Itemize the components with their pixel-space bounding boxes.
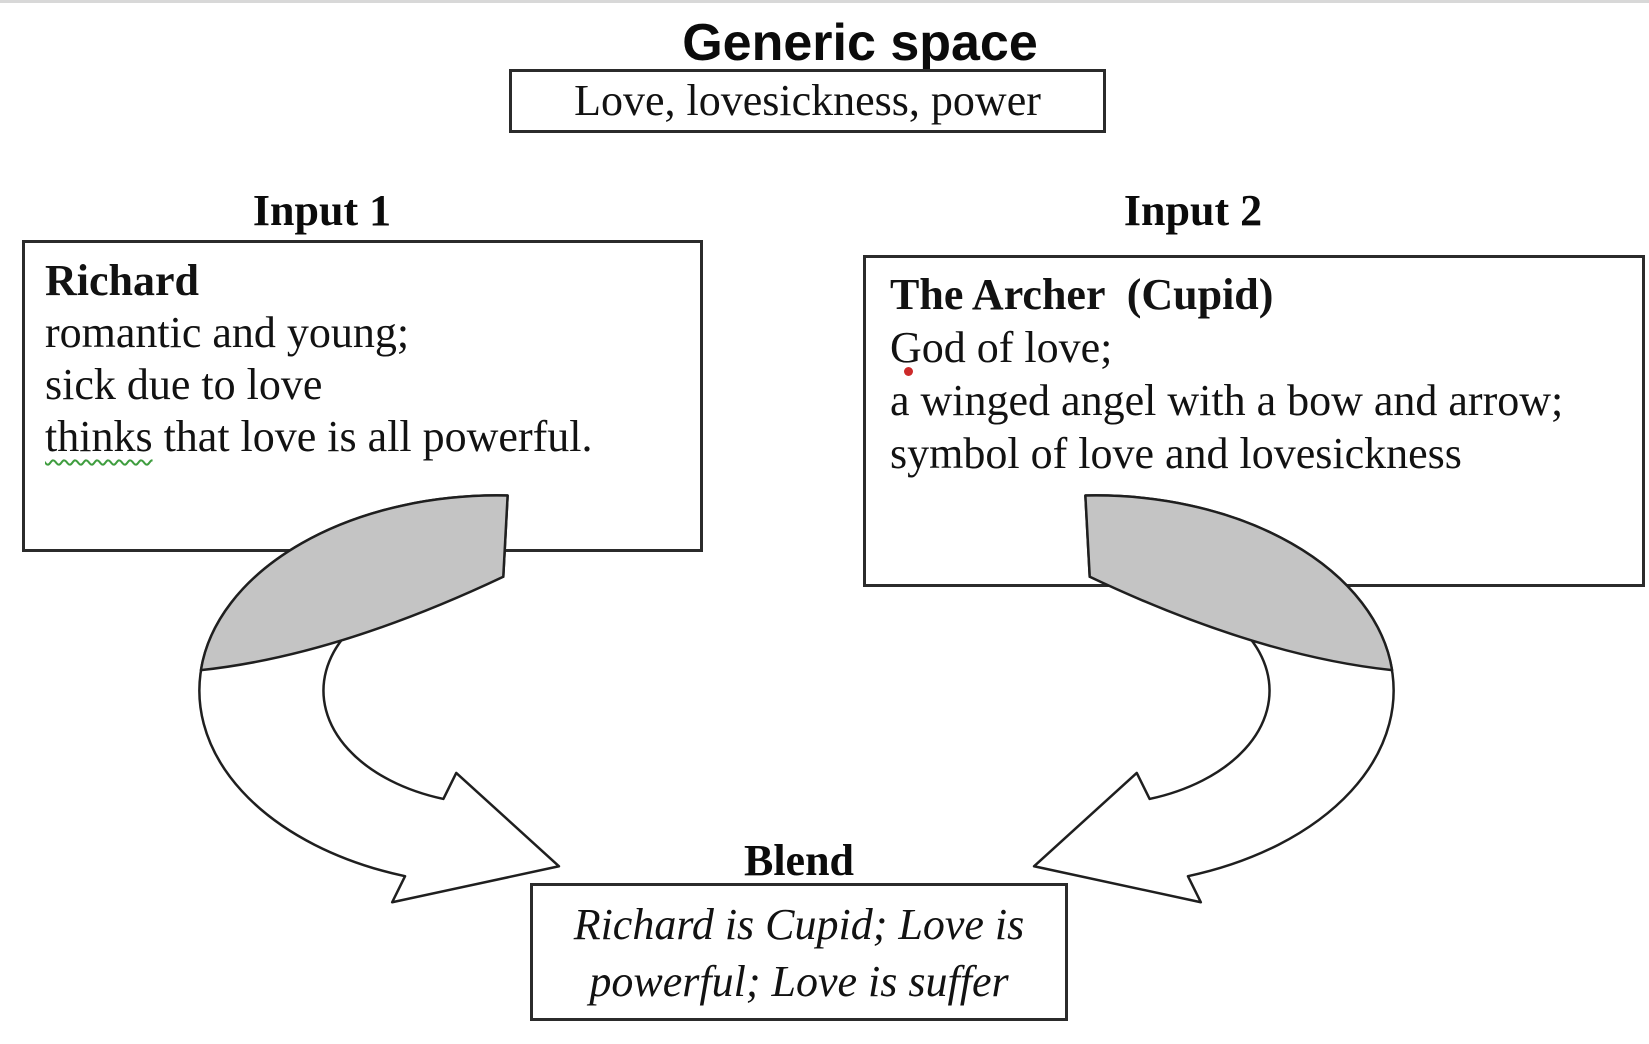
blend-line: powerful; Love is suffer: [589, 957, 1009, 1006]
input2-line2-text: a winged angel with a bow and arrow;: [890, 376, 1564, 425]
curved-arrow-left: [188, 487, 568, 909]
curved-arrow-left-svg: [188, 487, 568, 909]
arrow-top-surface: [1085, 495, 1392, 670]
input1-line: romantic and young;: [45, 308, 410, 357]
stray-red-dot: [904, 367, 913, 376]
generic-space-title: Generic space: [682, 14, 1038, 72]
input1-line: thinks that love is all powerful.: [45, 411, 680, 463]
input1-box: Richard romantic and young; sick due to …: [22, 240, 703, 552]
blend-line: Richard is Cupid; Love is: [573, 900, 1025, 949]
input2-title: Input 2: [1123, 186, 1263, 235]
blend-box: Richard is Cupid; Love is powerful; Love…: [530, 883, 1068, 1021]
input2-line: symbol of love and lovesickness: [890, 429, 1462, 478]
misspelled-word: thinks: [45, 412, 153, 461]
curved-arrow-right: [1025, 487, 1405, 909]
input1-line3-rest: that love is all powerful.: [152, 412, 593, 461]
arrow-top-surface: [201, 495, 508, 670]
input1-heading: Richard: [45, 256, 199, 305]
blend-title: Blend: [743, 836, 855, 885]
generic-space-box: Love, lovesickness, power: [509, 69, 1106, 133]
input1-title: Input 1: [252, 186, 392, 235]
input2-line: God of love;: [890, 323, 1113, 372]
input2-line: a winged angel with a bow and arrow;: [890, 367, 1618, 427]
curved-arrow-right-svg: [1025, 487, 1405, 909]
input2-heading: The Archer (Cupid): [890, 270, 1274, 319]
generic-space-text: Love, lovesickness, power: [574, 76, 1041, 125]
input1-line: sick due to love: [45, 360, 323, 409]
